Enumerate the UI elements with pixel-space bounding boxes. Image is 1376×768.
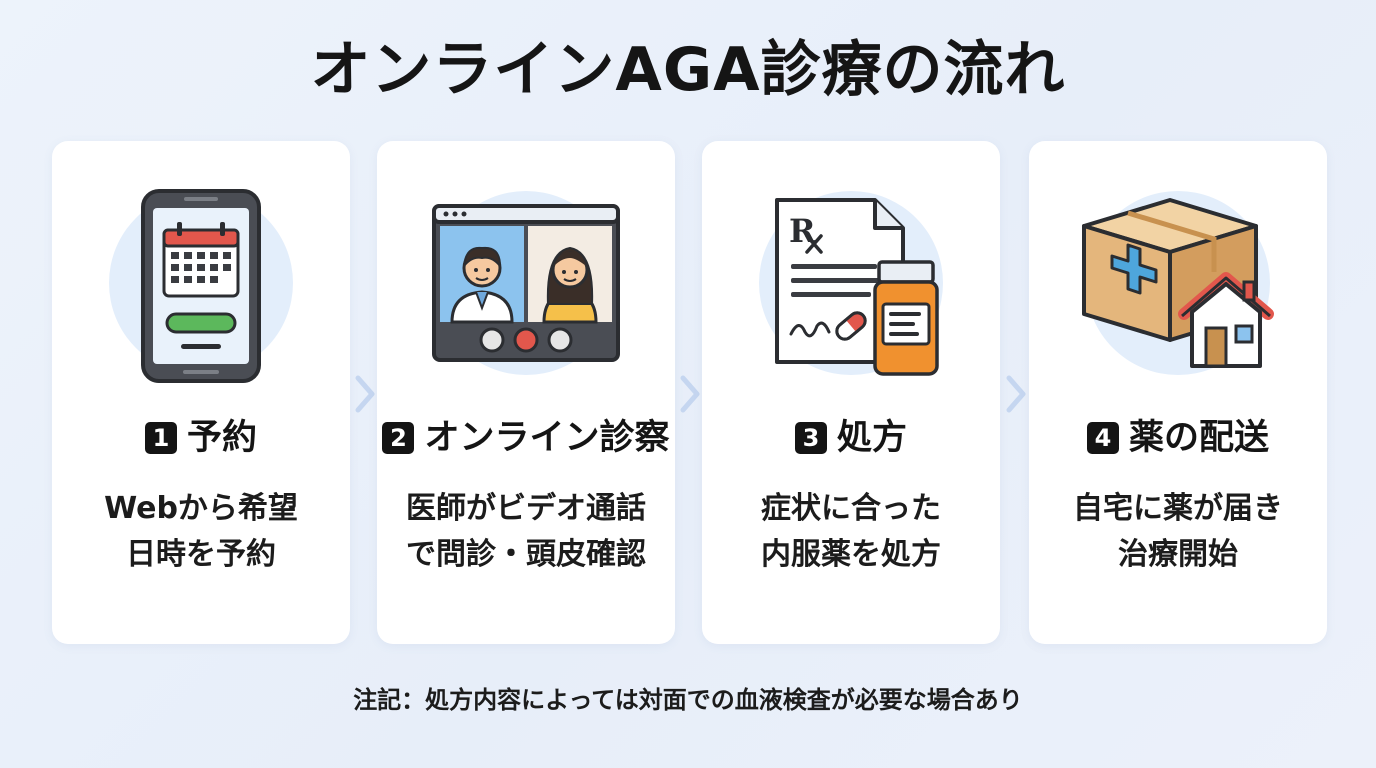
smartphone-calendar-icon — [141, 189, 261, 383]
step-label: 予約 — [186, 418, 257, 458]
chevron-right-icon — [680, 375, 700, 413]
step-number-badge: 1 — [144, 422, 177, 454]
step-description-line: 内服薬を処方 — [761, 537, 941, 572]
step-description: 症状に合った 内服薬を処方 — [702, 486, 1000, 578]
step-description-line: Webから希望 — [104, 491, 298, 526]
step-label: オンライン診察 — [424, 418, 670, 458]
step-description-line: で問診・頭皮確認 — [406, 537, 646, 572]
step-label: 薬の配送 — [1128, 418, 1269, 458]
page-title: オンラインAGA診療の流れ — [310, 35, 1066, 105]
step-description-line: 医師がビデオ通話 — [406, 491, 646, 526]
step-title: 2 オンライン診察 — [377, 413, 675, 463]
prescription-medicine-icon: R — [775, 198, 939, 376]
step-number-badge: 4 — [1086, 422, 1119, 454]
step-card-prescription: R 3 処方 症状に合った 内服薬を処方 — [702, 141, 1000, 644]
step-title: 1 予約 — [52, 413, 350, 463]
step-description-line: 症状に合った — [761, 491, 941, 526]
step-description: Webから希望 日時を予約 — [52, 486, 350, 578]
step-card-online-consultation: 2 オンライン診察 医師がビデオ通話 で問診・頭皮確認 — [377, 141, 675, 644]
step-card-delivery: 4 薬の配送 自宅に薬が届き 治療開始 — [1029, 141, 1327, 644]
step-title: 3 処方 — [702, 413, 1000, 463]
chevron-right-icon — [355, 375, 375, 413]
delivery-box-house-icon — [1082, 198, 1274, 368]
video-call-icon — [432, 204, 620, 362]
footnote: 注記：処方内容によっては対面での血液検査が必要な場合あり — [353, 686, 1023, 714]
step-title: 4 薬の配送 — [1029, 413, 1327, 463]
step-description-line: 自宅に薬が届き — [1073, 491, 1283, 526]
step-label: 処方 — [836, 418, 907, 458]
step-description-line: 治療開始 — [1118, 537, 1238, 572]
step-description: 自宅に薬が届き 治療開始 — [1029, 486, 1327, 578]
step-card-reservation: 1 予約 Webから希望 日時を予約 — [52, 141, 350, 644]
step-description-line: 日時を予約 — [126, 537, 276, 572]
step-number-badge: 3 — [794, 422, 827, 454]
chevron-right-icon — [1006, 375, 1026, 413]
step-description: 医師がビデオ通話 で問診・頭皮確認 — [377, 486, 675, 578]
step-number-badge: 2 — [382, 422, 415, 454]
